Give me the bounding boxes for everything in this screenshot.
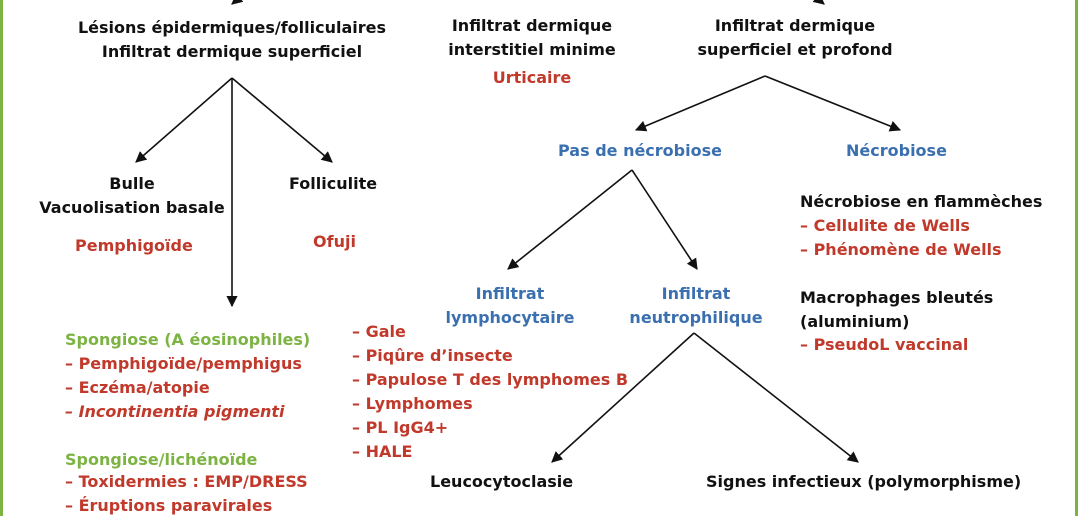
- list-item: – Toxidermies : EMP/DRESS: [65, 472, 308, 491]
- list-item: – HALE: [352, 442, 413, 461]
- arrow-to-folliculite: [231, 77, 333, 163]
- list-lymphocytaire: – Gale – Piqûre d’insecte – Papulose T d…: [352, 320, 628, 464]
- node-infiltrat-superficiel-profond: Infiltrat dermique superficiel et profon…: [680, 14, 910, 62]
- node-lesions-line-1: Lésions épidermiques/folliculaires: [77, 18, 387, 37]
- node-infiltrat-interstitiel: Infiltrat dermique interstitiel minime: [432, 14, 632, 62]
- node-signes-infectieux: Signes infectieux (polymorphisme): [706, 472, 1022, 491]
- list-spongiose-lichenoide: – Toxidermies : EMP/DRESS – Éruptions pa…: [65, 470, 308, 518]
- node-necrobiose-flammeches: Nécrobiose en flammèches: [800, 192, 1043, 211]
- list-item: – PseudoL vaccinal: [800, 335, 969, 354]
- dx-urticaire: Urticaire: [492, 68, 572, 87]
- arrow-to-bulle: [135, 77, 233, 163]
- node-macro-line-1: Macrophages bleutés: [800, 288, 994, 307]
- node-infiltrat-neutrophilique: Infiltrat neutrophilique: [626, 282, 766, 330]
- list-item-incontinentia: – Incontinentia pigmenti: [65, 402, 285, 421]
- arrow-to-neutro: [631, 169, 698, 270]
- list-item: – Lymphomes: [352, 394, 473, 413]
- arrow-top-right-in: [812, 0, 825, 5]
- node-neutro-line-2: neutrophilique: [629, 308, 763, 327]
- node-necrobiose: Nécrobiose: [846, 141, 947, 160]
- node-macrophages-bleutes: Macrophages bleutés (aluminium): [800, 286, 993, 334]
- dx-ofuji: Ofuji: [313, 232, 356, 251]
- arrow-to-necrobiose: [764, 75, 902, 132]
- list-item: – Cellulite de Wells: [800, 216, 970, 235]
- node-macro-line-2: (aluminium): [800, 312, 910, 331]
- node-interstitiel-line-2: interstitiel minime: [448, 40, 616, 59]
- node-infiltrat-lymphocytaire: Infiltrat lymphocytaire: [430, 282, 590, 330]
- node-lesions-line-2: Infiltrat dermique superficiel: [101, 42, 363, 61]
- arrow-top-left-in: [231, 0, 244, 5]
- list-item: – Éruptions paravirales: [65, 496, 273, 515]
- frame-right-border: [1075, 0, 1078, 516]
- node-profond-line-2: superficiel et profond: [697, 40, 893, 59]
- node-folliculite: Folliculite: [289, 174, 378, 193]
- list-item: – Piqûre d’insecte: [352, 346, 513, 365]
- node-bulle-line-1: Bulle: [109, 174, 155, 193]
- node-leucocytoclasie: Leucocytoclasie: [430, 472, 574, 491]
- node-pas-de-necrobiose: Pas de nécrobiose: [558, 141, 722, 160]
- list-spongiose-eosinophiles: – Pemphigoïde/pemphigus – Eczéma/atopie …: [65, 352, 302, 424]
- list-necrobiose-flammeches: – Cellulite de Wells – Phénomène de Well…: [800, 214, 1002, 262]
- node-lymph-line-2: lymphocytaire: [445, 308, 575, 327]
- node-interstitiel-line-1: Infiltrat dermique: [451, 16, 613, 35]
- arrow-to-leucocytoclasie: [551, 332, 695, 463]
- list-macrophages: – PseudoL vaccinal: [800, 333, 968, 357]
- node-spongiose-lichenoide: Spongiose/lichénoïde: [65, 450, 258, 469]
- list-item: – Pemphigoïde/pemphigus: [65, 354, 302, 373]
- arrow-to-infectieux: [693, 332, 859, 463]
- list-item: – Phénomène de Wells: [800, 240, 1002, 259]
- list-item: – PL IgG4+: [352, 418, 449, 437]
- frame-left-border: [0, 0, 3, 516]
- node-neutro-line-1: Infiltrat: [661, 284, 731, 303]
- arrow-to-lymph: [507, 169, 633, 270]
- node-lymph-line-1: Infiltrat: [475, 284, 545, 303]
- dx-pemphigoide: Pemphigoïde: [75, 236, 193, 255]
- node-bulle-line-2: Vacuolisation basale: [39, 198, 225, 217]
- node-spongiose-eosinophiles: Spongiose (A éosinophiles): [65, 330, 311, 349]
- arrow-to-pas-necrobiose: [634, 75, 766, 132]
- node-lesions-epidermiques: Lésions épidermiques/folliculaires Infil…: [62, 16, 402, 64]
- node-profond-line-1: Infiltrat dermique: [714, 16, 876, 35]
- list-item: – Gale: [352, 322, 406, 341]
- list-item: – Eczéma/atopie: [65, 378, 210, 397]
- list-item: – Papulose T des lymphomes B: [352, 370, 629, 389]
- node-bulle: Bulle Vacuolisation basale: [32, 172, 232, 220]
